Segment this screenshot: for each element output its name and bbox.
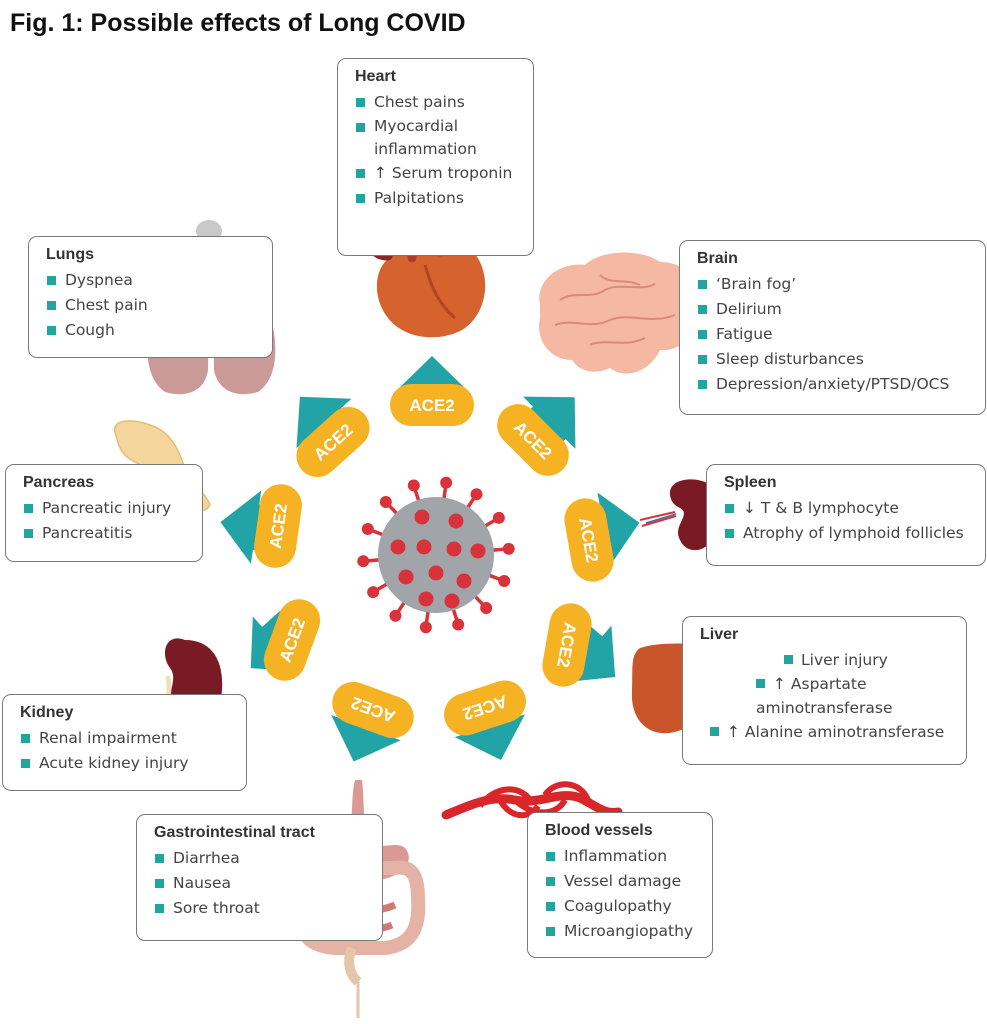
liver-effect-text: ↑ Aspartate aminotransferase <box>756 675 893 717</box>
virus-illustration <box>355 474 517 636</box>
gi-tract-title: Gastrointestinal tract <box>154 824 315 841</box>
heart-effect: ↑ Serum troponin <box>355 161 519 186</box>
ace2-pills: ACE2 ACE2 ACE2 ACE2 ACE2 ACE2 ACE2 ACE2 <box>254 384 614 739</box>
gi-tract-effect: Sore throat <box>154 896 368 921</box>
spleen-box: Spleen ↓ T & B lymphocyte Atrophy of lym… <box>706 464 986 566</box>
liver-box: Liver Liver injury ↑ Aspartate aminotran… <box>682 616 967 765</box>
ace2-pill-liver: ACE2 <box>542 603 592 687</box>
brain-effect: Depression/anxiety/PTSD/OCS <box>697 372 971 397</box>
lungs-title: Lungs <box>46 246 94 263</box>
heart-title: Heart <box>355 68 396 85</box>
blood-vessels-effect: Inflammation <box>545 844 698 869</box>
pancreas-effect: Pancreatic injury <box>23 496 188 521</box>
virus-spike <box>417 607 436 636</box>
heart-effect: Myocardial inflammation <box>355 115 489 161</box>
lungs-effect: Chest pain <box>46 293 258 318</box>
kidney-title: Kidney <box>20 704 74 721</box>
liver-effect-text: ↑ Alanine aminotransferase <box>727 723 945 741</box>
virus-spike <box>355 552 383 569</box>
spleen-effect: ↓ T & B lymphocyte <box>724 496 971 521</box>
brain-title: Brain <box>697 250 738 267</box>
ace2-pill-blood-vessels: ACE2 <box>444 680 526 736</box>
pancreas-box: Pancreas Pancreatic injury Pancreatitis <box>5 464 203 562</box>
lungs-box: Lungs Dyspnea Chest pain Cough <box>28 236 273 358</box>
page-title: Fig. 1: Possible effects of Long COVID <box>10 9 466 37</box>
ace2-pill-spleen: ACE2 <box>564 498 614 582</box>
pancreas-effect: Pancreatitis <box>23 521 188 546</box>
blood-vessels-title: Blood vessels <box>545 822 653 839</box>
liver-effect: Liver injury <box>784 648 952 672</box>
lungs-effect: Cough <box>46 318 258 343</box>
blood-vessels-box: Blood vessels Inflammation Vessel damage… <box>527 812 713 958</box>
kidney-effect: Acute kidney injury <box>20 751 232 776</box>
gi-tract-effect: Nausea <box>154 871 368 896</box>
heart-effect: Chest pains <box>355 90 519 115</box>
liver-effect: ↑ Aspartate aminotransferase <box>756 672 956 720</box>
brain-effect: Delirium <box>697 297 971 322</box>
spleen-title: Spleen <box>724 474 777 491</box>
brain-effect: Fatigue <box>697 322 971 347</box>
virus-spike <box>436 474 455 503</box>
blood-vessels-effect: Microangiopathy <box>545 919 698 944</box>
brain-effect: Sleep disturbances <box>697 347 971 372</box>
lungs-effect: Dyspnea <box>46 268 258 293</box>
blood-vessels-effect: Vessel damage <box>545 869 698 894</box>
virus-spike <box>489 541 517 558</box>
kidney-effect: Renal impairment <box>20 726 232 751</box>
blood-vessels-effect: Coagulopathy <box>545 894 698 919</box>
gi-tract-box: Gastrointestinal tract Diarrhea Nausea S… <box>136 814 383 941</box>
ace2-pill-gi-tract: ACE2 <box>332 681 414 739</box>
liver-effect: ↑ Alanine aminotransferase <box>710 720 952 744</box>
pancreas-title: Pancreas <box>23 474 95 491</box>
ace2-pill-heart: ACE2 <box>390 384 474 426</box>
ace2-pill-pancreas: ACE2 <box>254 484 302 568</box>
liver-title: Liver <box>700 626 739 643</box>
kidney-box: Kidney Renal impairment Acute kidney inj… <box>2 694 247 791</box>
brain-box: Brain ‘Brain fog’ Delirium Fatigue Sleep… <box>679 240 986 415</box>
heart-effect: Palpitations <box>355 186 519 211</box>
heart-box: Heart Chest pains Myocardial inflammatio… <box>337 58 534 256</box>
blood-vessels-illustration <box>441 781 623 820</box>
liver-effect-text: Liver injury <box>801 651 888 669</box>
spleen-effect: Atrophy of lymphoid follicles <box>724 521 971 546</box>
ace2-label: ACE2 <box>409 396 454 415</box>
brain-illustration <box>539 252 699 374</box>
brain-effect: ‘Brain fog’ <box>697 272 971 297</box>
ace2-pill-kidney: ACE2 <box>263 599 321 681</box>
gi-tract-effect: Diarrhea <box>154 846 368 871</box>
